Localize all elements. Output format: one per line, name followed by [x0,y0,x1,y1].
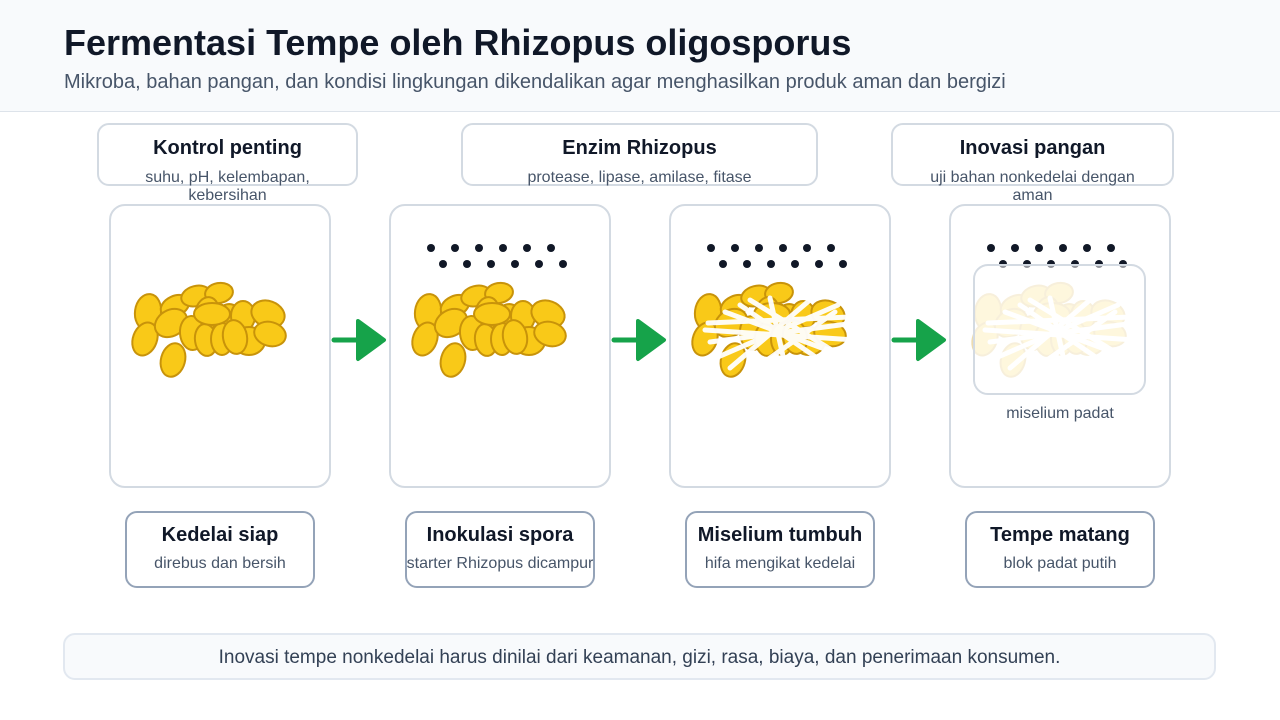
tempe-block-caption: miselium padat [1006,405,1114,422]
step-description: blok padat putih [1003,555,1117,572]
step-title: Tempe matang [990,524,1130,546]
callout-innovation: Inovasi pangan uji bahan nonkedelai deng… [891,123,1174,204]
right-arrow-icon [334,321,384,359]
callout-title: Kontrol penting [153,137,302,159]
stage-panel-tempe [949,204,1171,488]
right-arrow-icon [614,321,664,359]
step-title: Inokulasi spora [426,524,574,546]
step-description: starter Rhizopus dicampur [406,555,594,572]
step-label-inoculation: Inokulasi spora starter Rhizopus dicampu… [405,511,595,588]
stage-panel-soybean [109,204,331,488]
header: Fermentasi Tempe oleh Rhizopus oligospor… [0,0,1280,112]
step-label-tempe: Tempe matang blok padat putih [965,511,1155,588]
page-title: Fermentasi Tempe oleh Rhizopus oligospor… [64,22,852,63]
step-label-mycelium: Miselium tumbuh hifa mengikat kedelai [685,511,875,588]
step-title: Kedelai siap [161,524,279,546]
callout-enzyme: Enzim Rhizopus protease, lipase, amilase… [461,123,818,186]
step-description: direbus dan bersih [154,555,286,572]
footer-note: Inovasi tempe nonkedelai harus dinilai d… [63,633,1216,680]
stage-panel-inoculation [389,204,611,488]
callout-title: Enzim Rhizopus [562,137,717,159]
step-label-soybean: Kedelai siap direbus dan bersih [125,511,315,588]
callout-body: suhu, pH, kelembapan, kebersihan [145,169,310,204]
callout-title: Inovasi pangan [959,137,1106,159]
right-arrow-icon [894,321,944,359]
footer-text: Inovasi tempe nonkedelai harus dinilai d… [218,647,1061,668]
callout-body: protease, lipase, amilase, fitase [527,169,752,186]
stage-panel-mycelium [669,204,891,488]
step-title: Miselium tumbuh [697,524,863,546]
page-subtitle: Mikroba, bahan pangan, dan kondisi lingk… [64,71,1006,93]
step-description: hifa mengikat kedelai [704,555,856,572]
callout-body: uji bahan nonkedelai dengan aman [930,169,1135,204]
callout-control: Kontrol penting suhu, pH, kelembapan, ke… [97,123,358,204]
